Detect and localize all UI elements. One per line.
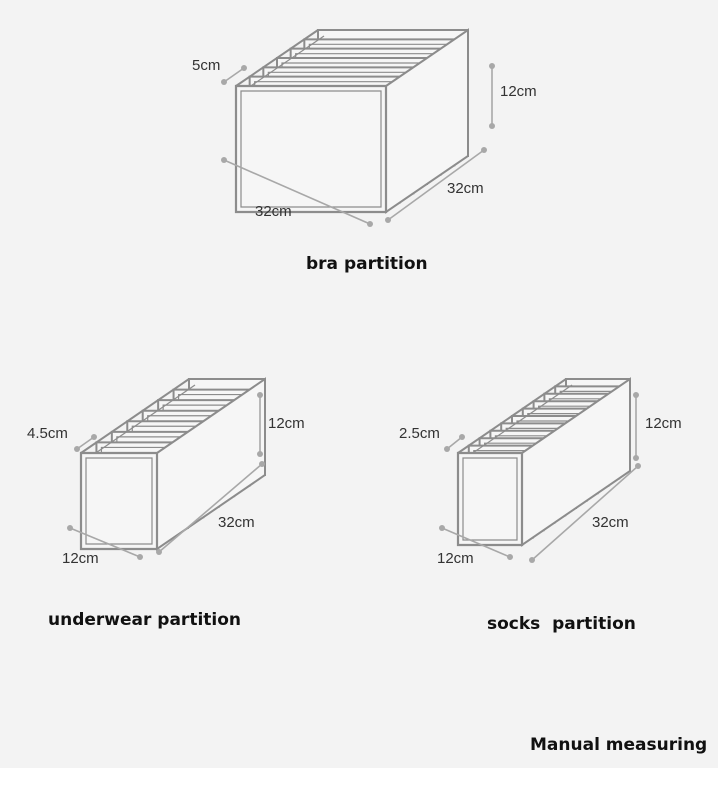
underwear-width-dim-start-dot (67, 525, 73, 531)
bra-width-label: 32cm (255, 203, 292, 220)
socks-front-panel (456, 451, 524, 547)
bra-depth-dim-start-dot (221, 79, 227, 85)
bra-length-dim-start-dot (385, 217, 391, 223)
socks-width-label: 12cm (437, 550, 474, 567)
socks-partition-caption: socks partition (487, 614, 636, 634)
underwear-depth-dim-end-dot (91, 434, 97, 440)
underwear-length-dim-line (158, 463, 263, 553)
bra-front-panel-inner (240, 90, 382, 208)
socks-top-rail (457, 378, 567, 454)
underwear-width-label: 12cm (62, 550, 99, 567)
bra-top-rail-inner (241, 35, 325, 93)
underwear-width-dim-end-dot (137, 554, 143, 560)
underwear-length-dim-end-dot (259, 461, 265, 467)
bra-depth-dim-end-dot (241, 65, 247, 71)
socks-length-label: 32cm (592, 514, 629, 531)
underwear-length-dim-start-dot (156, 549, 162, 555)
socks-top-rail-inner (463, 384, 573, 460)
bra-height-label: 12cm (500, 83, 537, 100)
socks-depth-label: 2.5cm (399, 425, 440, 442)
underwear-front-panel (79, 451, 159, 551)
socks-width-dim-end-dot (507, 554, 513, 560)
socks-height-dim-end-dot (633, 455, 639, 461)
underwear-depth-dim-start-dot (74, 446, 80, 452)
bra-length-label: 32cm (447, 180, 484, 197)
socks-depth-dim-line (446, 436, 463, 450)
socks-depth-dim-end-dot (459, 434, 465, 440)
bra-length-dim-line (387, 149, 485, 221)
underwear-height-label: 12cm (268, 415, 305, 432)
organizer-diagrams: 5cm 12cm 32cm 32cm 4.5cm 12cm 32cm 12cm … (27, 28, 682, 567)
socks-front-panel-inner (462, 457, 518, 541)
underwear-top-rail-inner (86, 384, 196, 460)
underwear-top-rail (80, 378, 190, 454)
socks-width-dim-start-dot (439, 525, 445, 531)
bra-depth-dim-line (223, 67, 245, 83)
underwear-partition-caption: underwear partition (48, 610, 242, 630)
socks-organizer (439, 377, 641, 563)
underwear-depth-label: 4.5cm (27, 425, 68, 442)
underwear-front-panel-inner (85, 457, 153, 545)
socks-depth-dim-start-dot (444, 446, 450, 452)
bra-organizer (221, 28, 495, 227)
bra-width-dim-start-dot (221, 157, 227, 163)
bra-front-panel (234, 84, 388, 214)
bra-partition-caption: bra partition (306, 254, 428, 274)
underwear-organizer (67, 377, 266, 560)
bra-top-rail (235, 29, 319, 87)
bra-length-dim-end-dot (481, 147, 487, 153)
socks-height-dim-start-dot (633, 392, 639, 398)
bra-depth-label: 5cm (192, 57, 220, 74)
bra-height-dim-start-dot (489, 63, 495, 69)
underwear-height-dim-start-dot (257, 392, 263, 398)
underwear-width-dim-line (69, 527, 141, 558)
socks-length-dim-end-dot (635, 463, 641, 469)
bra-height-dim-end-dot (489, 123, 495, 129)
product-dimension-canvas: 5cm 12cm 32cm 32cm 4.5cm 12cm 32cm 12cm … (0, 0, 718, 768)
underwear-height-dim-end-dot (257, 451, 263, 457)
socks-length-dim-start-dot (529, 557, 535, 563)
bra-width-dim-line (223, 159, 371, 225)
socks-width-dim-line (441, 527, 511, 558)
manual-measuring-note: Manual measuring (530, 735, 708, 755)
socks-height-label: 12cm (645, 415, 682, 432)
underwear-depth-dim-line (76, 436, 95, 450)
underwear-length-label: 32cm (218, 514, 255, 531)
bra-width-dim-end-dot (367, 221, 373, 227)
socks-length-dim-line (531, 465, 639, 561)
